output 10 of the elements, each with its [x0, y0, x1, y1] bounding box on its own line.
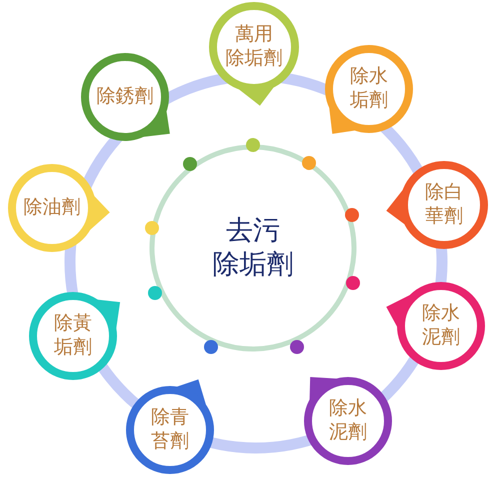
node-label: 萬用除垢劑 [226, 23, 282, 71]
node-label: 除水泥劑 [329, 397, 367, 445]
node-label: 除銹劑 [96, 85, 154, 109]
node-label: 除油劑 [24, 196, 80, 220]
node-label: 去污除垢劑 [212, 214, 294, 282]
node-label: 除黃垢劑 [54, 312, 92, 360]
node-label: 除青苔劑 [151, 406, 189, 454]
node-label: 除水垢劑 [350, 65, 388, 113]
node-label: 除水泥劑 [422, 302, 460, 350]
node-label: 除白華劑 [425, 181, 463, 229]
